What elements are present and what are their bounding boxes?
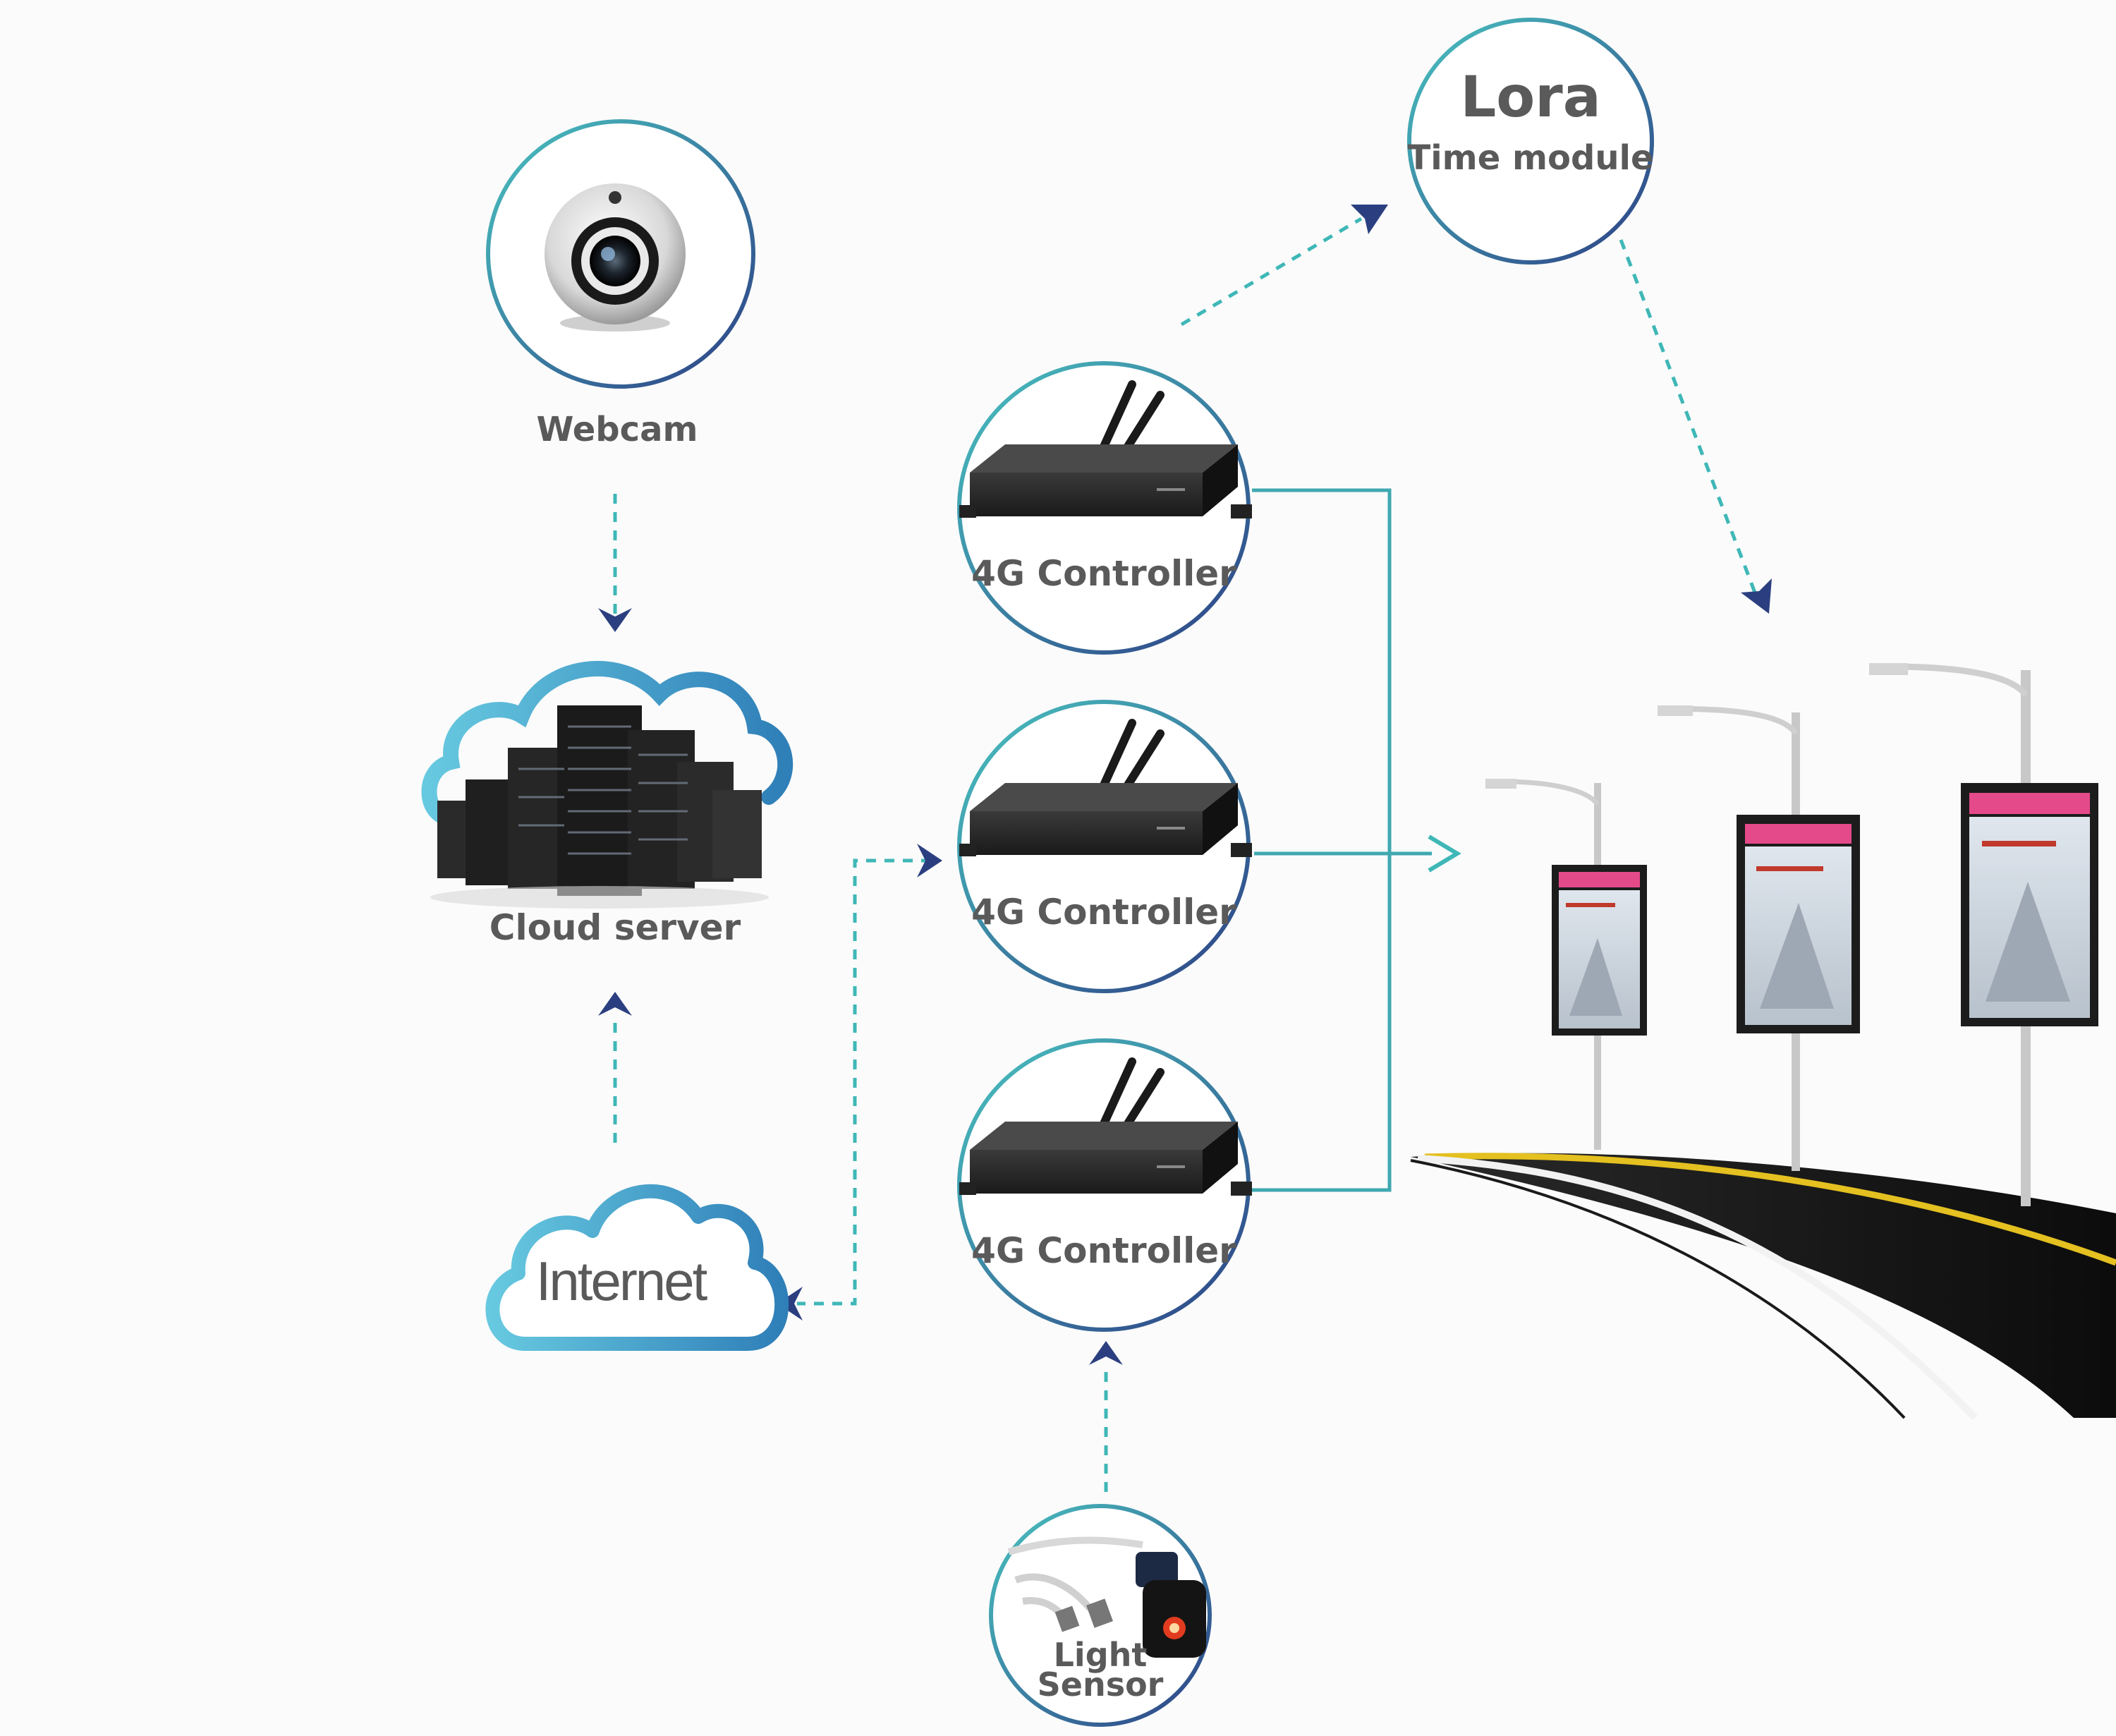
webcam-to-cloud-arrow xyxy=(598,494,632,632)
cloud-server-label: Cloud server xyxy=(490,907,741,948)
road-icon xyxy=(1411,1153,2116,1418)
light-sensor-icon xyxy=(1007,1536,1206,1658)
led-billboard-icon xyxy=(1552,865,1647,1036)
lora-to-display-arrow xyxy=(1619,239,1772,614)
internet-to-cloud-arrow xyxy=(598,992,632,1143)
led-billboard-icon xyxy=(1737,815,1860,1033)
webcam-label: Webcam xyxy=(536,410,698,449)
server-cloud-icon xyxy=(421,660,794,909)
controller-middle-node[interactable]: 4G Controller xyxy=(957,700,1252,993)
controller-to-lora-arrow xyxy=(1180,205,1388,327)
controller-internet-link xyxy=(777,844,942,1321)
light-sensor-node[interactable]: Light Sensor xyxy=(989,1504,1212,1727)
webcam-icon xyxy=(545,183,686,332)
lora-node[interactable]: Lora Time module xyxy=(1407,18,1654,265)
internet-cloud-icon xyxy=(485,1184,789,1351)
controller-top-node[interactable]: 4G Controller xyxy=(957,361,1252,655)
controller-bottom-node[interactable]: 4G Controller xyxy=(957,1038,1252,1332)
router-icon xyxy=(959,1057,1252,1196)
light-sensor-label-line1: Light xyxy=(1054,1636,1148,1674)
router-icon xyxy=(959,380,1252,518)
controller-top-label: 4G Controller xyxy=(971,553,1236,594)
led-billboard-icon xyxy=(1961,783,2098,1026)
webcam-node[interactable]: Webcam xyxy=(486,119,755,449)
street-scene xyxy=(1410,663,2116,1421)
internet-node[interactable]: Internet xyxy=(485,1184,789,1351)
lora-subtitle: Time module xyxy=(1407,138,1653,178)
controller-bus xyxy=(1252,488,1461,1192)
controller-bottom-label: 4G Controller xyxy=(971,1230,1236,1271)
controller-middle-label: 4G Controller xyxy=(971,892,1236,933)
internet-label: Internet xyxy=(536,1250,708,1312)
sensor-to-controller-arrow xyxy=(1089,1341,1123,1492)
lora-title: Lora xyxy=(1460,64,1600,130)
cloud-server-node[interactable]: Cloud server xyxy=(421,660,794,948)
light-sensor-label-line2: Sensor xyxy=(1038,1665,1164,1704)
router-icon xyxy=(959,719,1252,857)
